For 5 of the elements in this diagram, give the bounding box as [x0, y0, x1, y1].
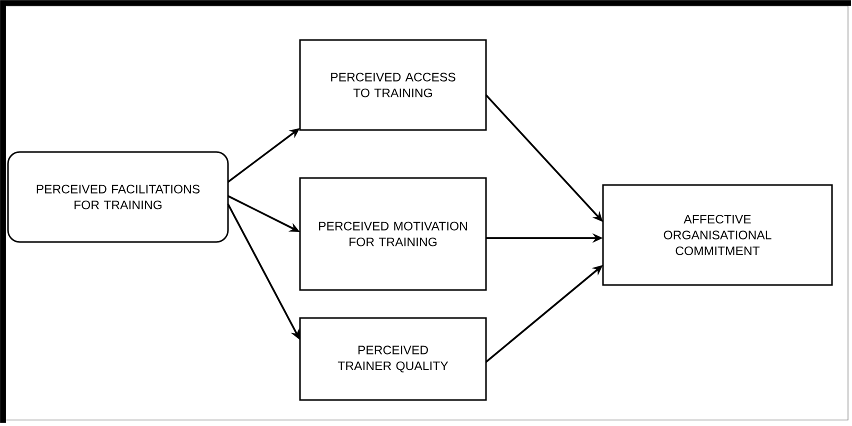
process-box: PERCEIVED ACCESS TO TRAINING: [299, 39, 487, 131]
process-box: PERCEIVED TRAINER QUALITY: [299, 317, 487, 401]
process-box: AFFECTIVE ORGANISATIONAL COMMITMENT: [602, 184, 833, 286]
rounded-box: PERCEIVED FACILITATIONS FOR TRAINING: [7, 151, 229, 243]
process-box: PERCEIVED MOTIVATION FOR TRAINING: [299, 177, 487, 291]
